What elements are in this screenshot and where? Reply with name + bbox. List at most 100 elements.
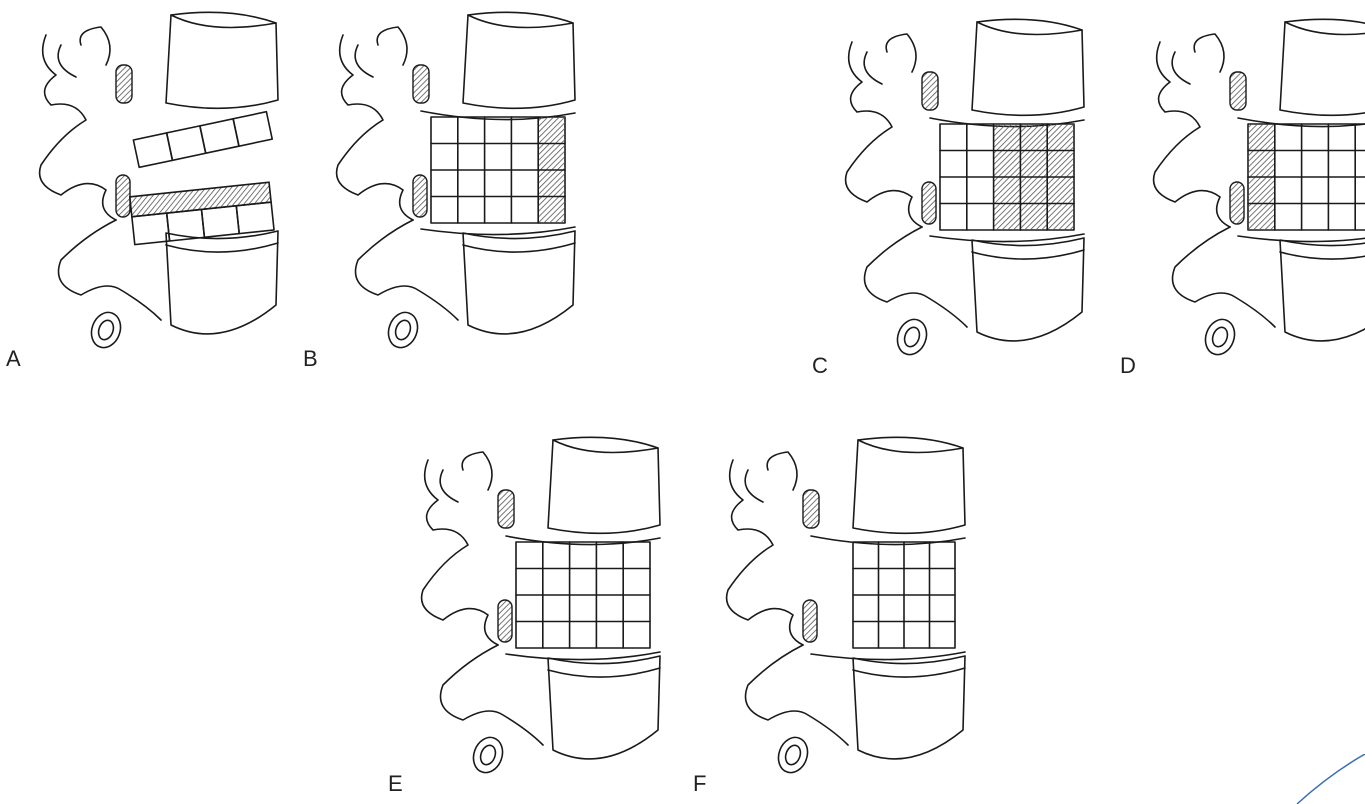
upper-body-top-edge — [468, 15, 573, 28]
facet-outline-1 — [440, 470, 458, 502]
foramen-lower — [1230, 182, 1244, 224]
posterior-elements-lower — [746, 645, 849, 745]
spine-diagram-e — [388, 430, 673, 770]
spinous-process — [384, 308, 423, 351]
panel-f: F — [693, 430, 978, 795]
spinous-process — [87, 308, 126, 351]
foramen-upper — [1230, 72, 1246, 110]
upper-body-top-edge — [858, 440, 963, 453]
panel-a: A — [6, 5, 291, 370]
endplate-line — [166, 243, 278, 252]
block-cell — [167, 126, 206, 160]
posterior-elements-upper — [40, 35, 116, 220]
panel-label-f: F — [693, 773, 706, 795]
posterior-elements-lower — [865, 227, 968, 327]
endplate-line — [463, 243, 575, 252]
panel-e: E — [388, 430, 673, 795]
endplate-line — [548, 668, 660, 677]
posterior-elements-upper — [846, 42, 922, 227]
lower-vertebral-body — [166, 231, 278, 334]
block-cell — [236, 202, 274, 234]
upper-body-top-edge — [977, 22, 1082, 35]
foramen-lower — [413, 175, 427, 217]
upper-body-top-edge — [171, 15, 276, 28]
block-cell — [133, 133, 172, 167]
endplate-line — [853, 668, 965, 677]
posterior-elements-lower — [441, 645, 544, 745]
disc-bottom — [811, 652, 965, 660]
upper-body-top-edge — [553, 440, 658, 453]
facet-outline-1 — [355, 45, 373, 77]
panel-label-e: E — [388, 773, 403, 795]
block-cell — [132, 213, 170, 245]
block-cell — [233, 112, 272, 146]
facet-outline-2 — [80, 27, 110, 65]
block-top-shaded — [130, 182, 271, 217]
disc-bottom — [930, 234, 1084, 242]
facet-outline-1 — [745, 470, 763, 502]
endplate-line — [972, 250, 1084, 259]
spinous-process — [1201, 315, 1240, 358]
spine-diagram-d — [1120, 12, 1365, 352]
endplate-line — [1280, 250, 1365, 259]
lower-vertebral-body — [1280, 238, 1365, 341]
panel-b: B — [303, 5, 588, 370]
panel-label-b: B — [303, 348, 318, 370]
upper-disc-block — [133, 112, 272, 168]
spine-diagram-a — [6, 5, 291, 345]
foramen-upper — [498, 490, 514, 528]
posterior-elements-lower — [1173, 227, 1276, 327]
foramen-lower — [922, 182, 936, 224]
panel-label-c: C — [812, 355, 828, 377]
disc-bottom — [1238, 234, 1365, 242]
upper-body-top-edge — [1285, 22, 1365, 35]
spinous-process — [893, 315, 932, 358]
lower-vertebral-body — [972, 238, 1084, 341]
facet-outline-2 — [377, 27, 407, 65]
facet-outline-2 — [462, 452, 492, 490]
block-cell — [201, 206, 239, 238]
corner-decoration — [1295, 754, 1365, 804]
spine-diagram-b — [303, 5, 588, 345]
posterior-elements-upper — [422, 460, 498, 645]
foramen-lower — [498, 600, 512, 642]
disc-bottom — [506, 652, 660, 660]
disc-top — [506, 536, 660, 545]
spine-diagram-f — [693, 430, 978, 770]
lower-vertebral-body — [463, 231, 575, 334]
disc-top — [811, 536, 965, 545]
foramen-upper — [922, 72, 938, 110]
posterior-elements-upper — [1154, 42, 1230, 227]
spinous-process-inner — [393, 318, 413, 342]
spinous-process-inner — [96, 318, 116, 342]
panel-label-a: A — [6, 348, 21, 370]
facet-outline-2 — [1194, 34, 1224, 72]
facet-outline-2 — [767, 452, 797, 490]
spinous-process-inner — [902, 325, 922, 349]
spinous-process-inner — [478, 743, 498, 767]
posterior-elements-lower — [59, 220, 162, 320]
spinous-process — [469, 733, 508, 776]
lower-vertebral-body — [853, 656, 965, 759]
foramen-upper — [413, 65, 429, 103]
foramen-lower — [116, 175, 130, 217]
posterior-elements-upper — [337, 35, 413, 220]
spinous-process-inner — [1210, 325, 1230, 349]
facet-outline-1 — [864, 52, 882, 84]
panel-d: D — [1120, 12, 1365, 377]
facet-outline-1 — [58, 45, 76, 77]
spinous-process-inner — [783, 743, 803, 767]
posterior-elements-upper — [727, 460, 803, 645]
foramen-lower — [803, 600, 817, 642]
panel-label-d: D — [1120, 355, 1136, 377]
spinous-process — [774, 733, 813, 776]
block-cell — [200, 119, 239, 153]
lower-vertebral-body — [548, 656, 660, 759]
posterior-elements-lower — [356, 220, 459, 320]
facet-outline-1 — [1172, 52, 1190, 84]
foramen-upper — [803, 490, 819, 528]
spine-diagram-c — [812, 12, 1097, 352]
panel-c: C — [812, 12, 1097, 377]
facet-outline-2 — [886, 34, 916, 72]
foramen-upper — [116, 65, 132, 103]
